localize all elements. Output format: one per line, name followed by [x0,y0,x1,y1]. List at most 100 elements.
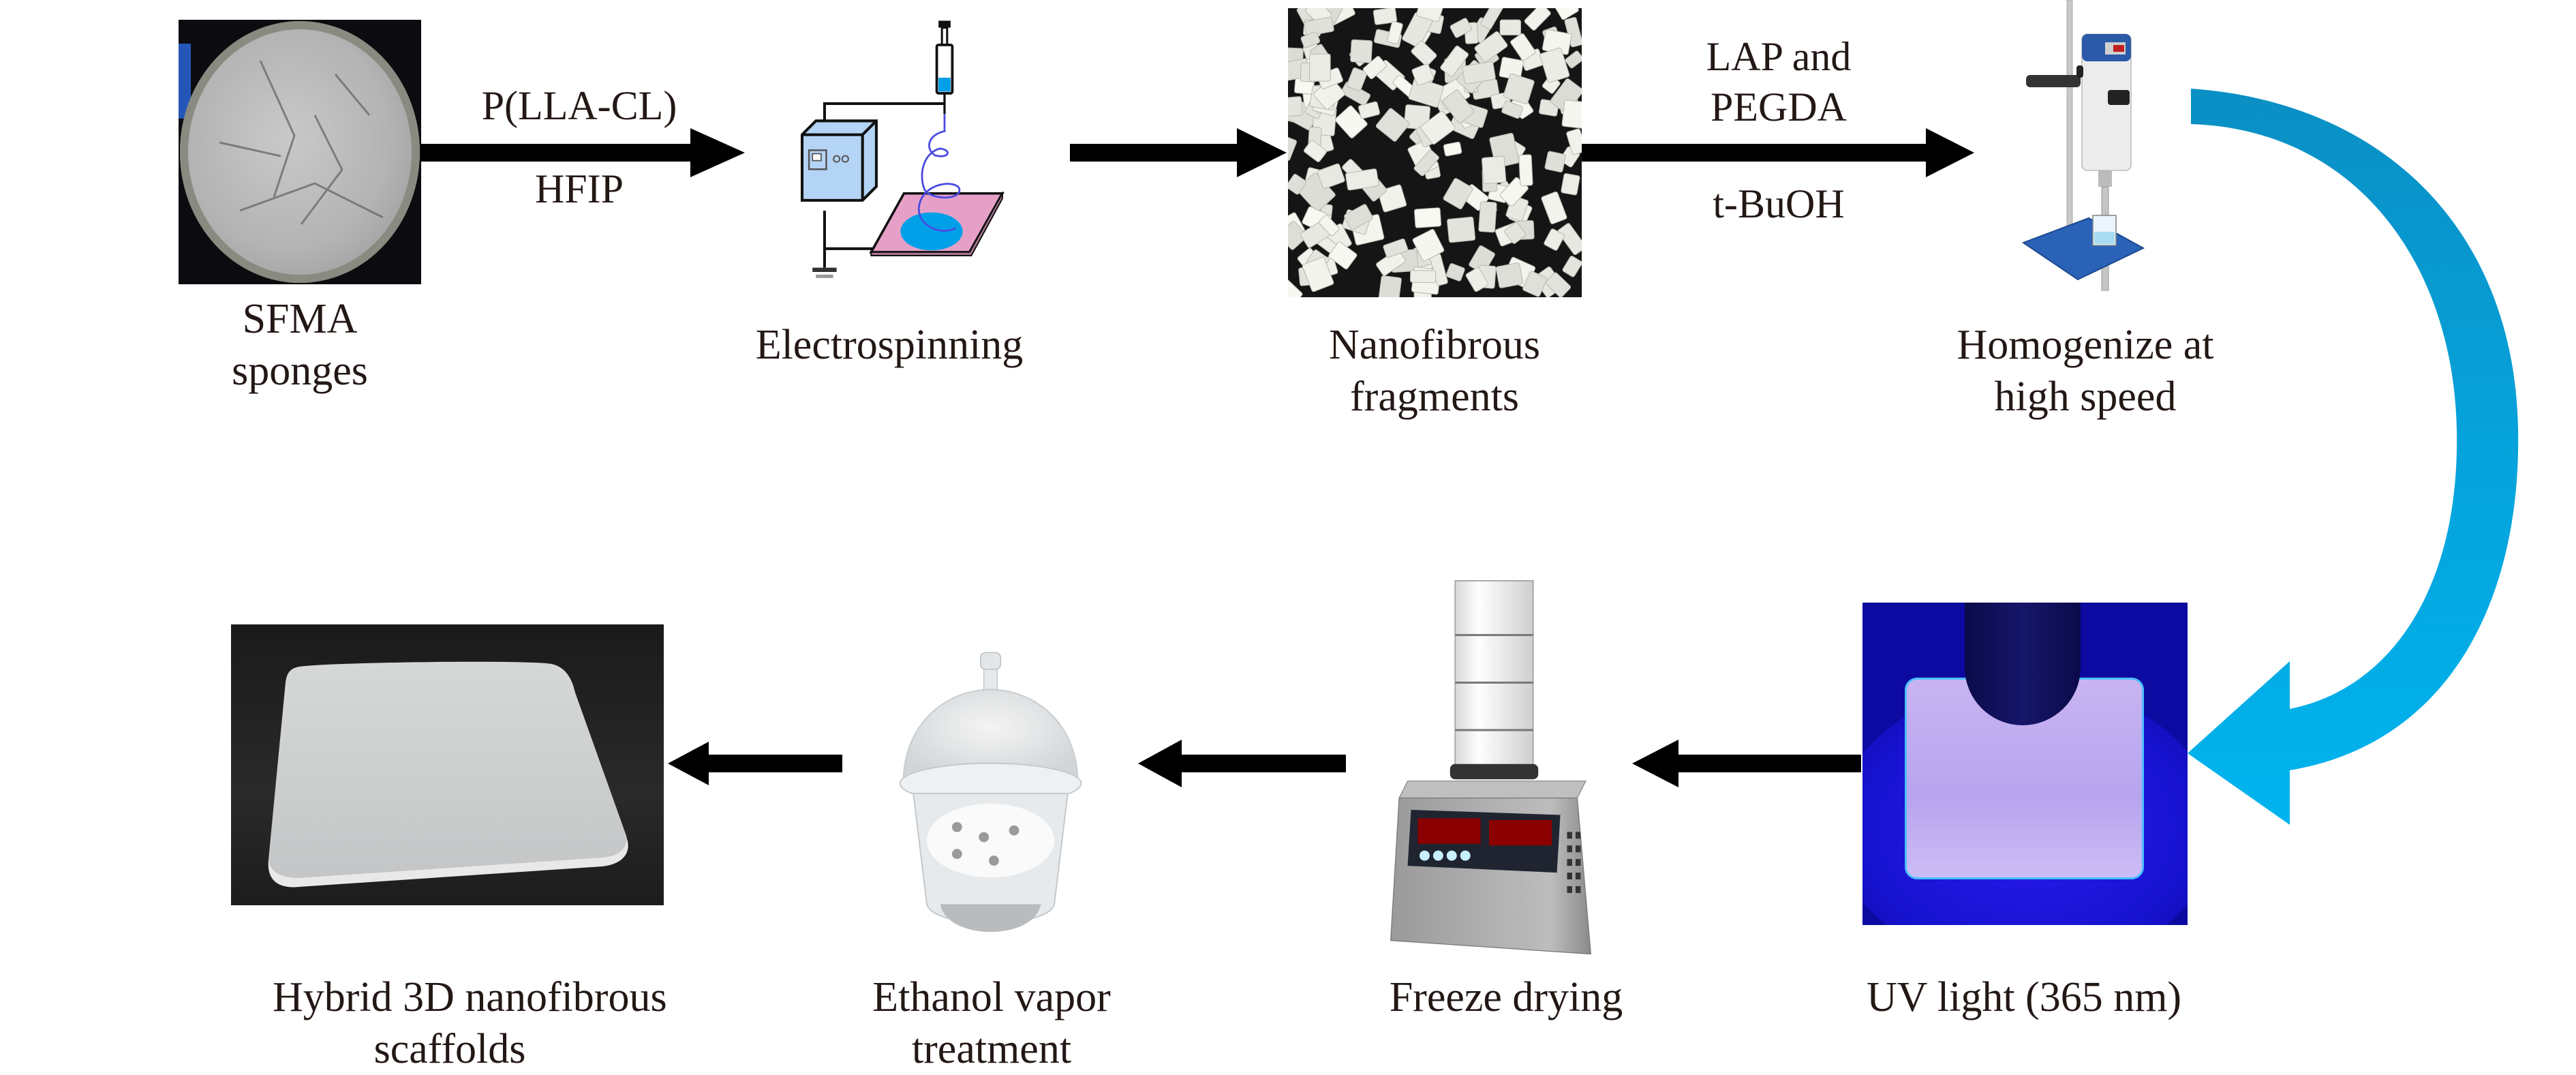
fragment-piece [1413,207,1442,228]
fragment-piece [1561,173,1580,196]
curved-arrow-icon [2188,89,2519,825]
fragment-piece [1555,8,1579,20]
electrospinning-apparatus-icon [800,20,1005,278]
fragment-piece [1445,263,1465,282]
fragment-piece [1416,8,1443,22]
fragment-piece [1442,89,1475,123]
fragment-piece [1300,31,1321,48]
arrow-head [668,742,709,785]
fragment-piece [1522,271,1548,297]
fragment-piece [1499,19,1521,35]
step-label-scaffold: Hybrid 3D nanofibrous scaffolds [273,971,667,1075]
arrow-shaft [1582,144,1929,162]
fragment-piece [1440,45,1469,77]
stand-rod [2066,0,2073,260]
step-label-ethanol: Ethanol vapor treatment [838,971,1145,1075]
fragment-piece [1288,277,1303,297]
arrow-left-icon [1138,740,1346,787]
fragment-piece [1387,20,1403,44]
arrow-left-icon [668,742,842,785]
homogenizer-icon [2021,0,2145,291]
step-label-electrospinning: Electrospinning [729,319,1049,371]
condition-text: HFIP [534,166,624,211]
arrow-3-condition-below: t-BuOH [1629,179,1929,229]
fragment-piece [1413,149,1439,177]
arrow-1-condition-below: HFIP [436,164,722,214]
fragment-piece [1561,100,1582,130]
fragment-piece [1412,228,1445,262]
arrow-1-condition-above: P(LLA-CL) [436,80,722,131]
perforated-plate [927,803,1055,878]
fragment-piece [1447,216,1476,243]
fragment-piece [1344,204,1373,230]
uv-crosslinking-photo [1862,603,2188,925]
step-label-line: Electrospinning [755,322,1024,368]
fragment-piece [1408,77,1444,108]
step-label-line: Nanofibrous [1329,322,1540,368]
step-label-uv: UV light (365 nm) [1840,971,2208,1023]
condition-text: t-BuOH [1713,181,1845,226]
fragment-piece [1420,110,1456,145]
arrow-right-icon [1070,128,1287,177]
arrow-3-condition-above: LAP and PEGDA [1629,31,1929,132]
fragment-piece [1557,223,1582,256]
fragment-piece [1302,256,1334,292]
fragment-piece [1443,178,1473,210]
fragment-piece [1545,272,1571,297]
fragment-piece [1288,174,1306,195]
fragment-piece [1373,8,1398,25]
drying-chamber [1454,580,1534,768]
step-label-sfma: SFMA sponges [170,293,429,397]
display-right [1489,819,1552,846]
fragment-piece [1362,56,1387,80]
fragment-piece [1566,128,1582,155]
fragment-piece [1465,267,1488,292]
sfma-sponge-photo [179,20,421,284]
fragment-piece [1501,100,1523,119]
syringe [938,20,951,28]
condition-text: LAP and [1706,34,1852,79]
fragment-piece [1510,33,1536,61]
condition-text: P(LLA-CL) [481,83,677,128]
step-label-fragments: Nanofibrous fragments [1281,319,1588,423]
step-label-line: treatment [911,1026,1072,1072]
fragment-piece [1462,61,1496,85]
fragment-piece [1403,104,1431,130]
uv-lamp [1965,603,2081,725]
fragment-piece [1518,154,1533,186]
fragment-piece [1544,151,1566,172]
fragment-piece [1443,141,1462,157]
step-label-line: sponges [232,348,368,394]
arrow-head [1237,128,1287,177]
desiccator-icon [899,652,1082,933]
step-label-line: Ethanol vapor [872,974,1111,1020]
step-label-line: fragments [1350,374,1519,420]
arrow-shaft [1676,755,1861,772]
scaffold-sheet [269,661,627,883]
fragment-piece [1346,67,1368,91]
nanofibrous-fragments-photo [1288,8,1582,297]
fragment-piece [1383,238,1409,258]
fragment-piece [1480,8,1505,30]
fragment-piece [1474,31,1508,63]
fragment-piece [1504,222,1527,244]
step-label-freeze: Freeze drying [1356,971,1656,1023]
step-label-line: Homogenize at [1957,322,2214,368]
base-plate [2021,217,2145,281]
fragment-piece [1375,108,1410,142]
step-label-line: Hybrid 3D nanofibrous [273,974,667,1020]
fragment-piece [1503,73,1535,104]
arrow-head [1632,740,1678,787]
scaffold-photo [231,624,664,905]
arrow-head [1926,128,1974,177]
curved-arrow-body [2188,89,2519,825]
ground-symbol [812,267,837,272]
fragment-piece [1411,40,1437,67]
fragment-piece [1411,63,1435,86]
fragment-piece [1350,39,1373,63]
arrow-shaft [1070,144,1240,162]
fragment-piece [1524,8,1551,31]
fragment-piece [1409,270,1437,284]
fragment-piece [1541,191,1567,224]
step-label-line: SFMA [242,296,358,342]
